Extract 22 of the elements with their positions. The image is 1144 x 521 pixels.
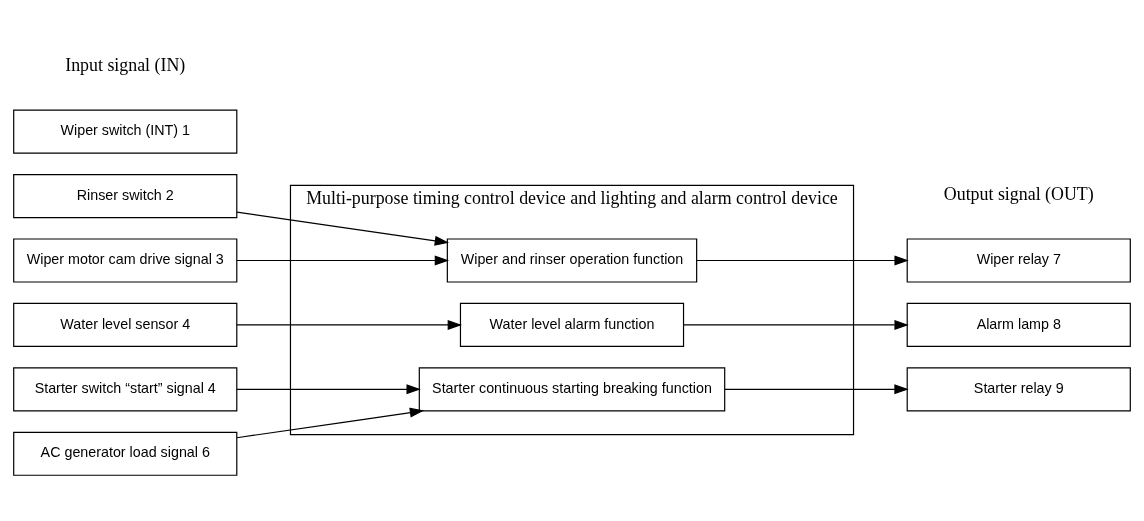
node-box: AC generator load signal 6 [13, 431, 238, 476]
label: Output signal (OUT) [943, 184, 1094, 205]
node-box: Starter continuous starting breaking function [418, 367, 726, 412]
arrow [236, 255, 450, 266]
arrow [696, 255, 909, 266]
arrow [236, 319, 462, 330]
node-box: Starter switch “start” signal 4 [13, 367, 238, 412]
node-box: Wiper relay 7 [906, 238, 1131, 283]
node-box: Starter relay 9 [906, 367, 1131, 412]
arrow [236, 407, 425, 439]
node-box: Wiper motor cam drive signal 3 [13, 238, 238, 283]
arrow [236, 211, 450, 246]
node-box: Water level alarm function [459, 302, 685, 347]
arrow [236, 384, 421, 395]
node-box: Wiper switch (INT) 1 [13, 109, 238, 154]
node-box: Wiper and rinser operation function [446, 238, 698, 283]
arrow [724, 384, 909, 395]
arrow [683, 319, 909, 330]
node-box: Water level sensor 4 [13, 302, 238, 347]
label: Input signal (IN) [65, 55, 186, 76]
node-box: Alarm lamp 8 [906, 302, 1131, 347]
node-box: Rinser switch 2 [13, 174, 238, 219]
